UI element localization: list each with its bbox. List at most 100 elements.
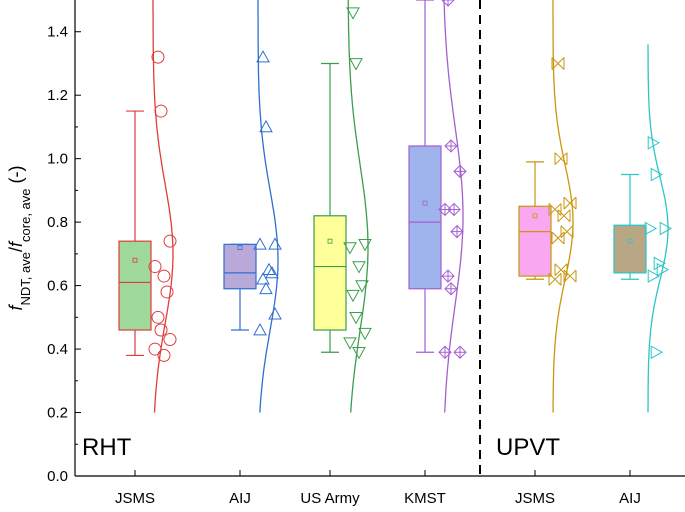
distribution-curve — [552, 0, 574, 413]
data-point — [349, 312, 363, 325]
data-point — [358, 239, 372, 252]
data-point — [346, 7, 360, 20]
data-point — [268, 307, 282, 320]
distribution-curve — [443, 0, 464, 413]
data-point — [265, 265, 279, 279]
data-point — [163, 333, 177, 347]
data-point — [148, 260, 162, 274]
data-point — [444, 139, 458, 153]
y-tick-label: 0.6 — [47, 278, 68, 295]
data-point — [551, 231, 565, 245]
group-label-upvt: UPVT — [496, 434, 560, 461]
data-point — [157, 269, 171, 283]
x-tick-label-0: JSMS — [115, 490, 155, 507]
x-tick-label-3: KMST — [404, 490, 446, 507]
data-point — [444, 282, 458, 296]
y-tick-label: 1.2 — [47, 87, 68, 104]
series-layer — [118, 0, 673, 413]
data-point — [441, 269, 455, 283]
mean-marker — [627, 238, 633, 244]
data-point — [343, 242, 357, 255]
data-point — [453, 345, 467, 359]
distribution-curve — [152, 0, 174, 413]
data-point — [349, 58, 363, 71]
data-point — [253, 322, 267, 336]
data-point — [352, 346, 366, 360]
mean-marker — [532, 213, 538, 219]
data-point — [560, 225, 574, 239]
y-tick-label: 1.0 — [47, 151, 68, 168]
data-point — [151, 310, 165, 324]
box — [613, 224, 647, 274]
data-point — [650, 345, 664, 360]
data-point — [343, 337, 357, 350]
x-tick-label-2: US Army — [300, 490, 360, 507]
x-tick-label-1: AIJ — [229, 490, 251, 507]
data-point — [148, 342, 162, 356]
data-point — [259, 119, 273, 133]
y-axis-title-part: f — [6, 240, 26, 247]
data-point — [548, 203, 562, 216]
y-tick-label: 0.8 — [47, 214, 68, 231]
plot-frame — [74, 0, 685, 477]
series-rht-jsms — [118, 0, 177, 413]
data-point — [551, 57, 565, 70]
y-axis-title: fNDT, ave/fcore, ave (-) — [6, 166, 33, 311]
y-axis-title-part: f — [6, 303, 26, 310]
data-point — [268, 237, 282, 250]
data-point — [355, 280, 369, 293]
mean-marker — [327, 238, 333, 244]
data-point — [447, 202, 461, 217]
series-upvt-aij — [613, 44, 673, 413]
distribution-curve — [347, 0, 369, 413]
data-point — [160, 285, 174, 299]
data-point — [163, 234, 177, 248]
data-point — [557, 209, 571, 223]
series-rht-kmst — [408, 0, 467, 413]
y-axis-title-part: / — [6, 247, 26, 252]
data-point — [157, 348, 171, 362]
data-point — [548, 272, 562, 286]
distribution-curve — [647, 44, 669, 413]
data-point — [151, 50, 165, 64]
y-tick-label: 1.4 — [47, 24, 68, 41]
series-rht-us-army — [313, 0, 372, 413]
series-rht-aij — [223, 0, 282, 413]
data-point — [259, 281, 273, 295]
data-point — [441, 0, 455, 7]
x-tick-label-5: AIJ — [619, 490, 641, 507]
data-point — [262, 262, 276, 276]
y-axis-title-part: NDT, ave — [18, 252, 33, 305]
data-point — [253, 237, 267, 250]
mean-marker — [237, 245, 243, 250]
data-point — [650, 167, 664, 182]
axis-ticks — [75, 0, 631, 477]
data-point — [256, 272, 270, 285]
mean-marker — [422, 200, 428, 206]
distribution-curve — [257, 0, 279, 413]
data-point — [450, 224, 464, 239]
y-tick-label: 0.2 — [47, 405, 68, 422]
data-point — [563, 196, 577, 210]
data-point — [256, 50, 270, 63]
box — [408, 145, 442, 290]
data-point — [653, 256, 667, 271]
y-tick-label: 0.4 — [47, 341, 68, 358]
box — [313, 215, 347, 331]
data-point — [554, 152, 568, 166]
data-point — [659, 221, 673, 236]
mean-marker — [132, 257, 138, 263]
y-axis-title-part: (-) — [6, 166, 26, 189]
y-tick-label: 0.0 — [47, 468, 68, 485]
x-tick-label-4: JSMS — [515, 490, 555, 507]
group-label-rht: RHT — [82, 434, 132, 461]
box — [223, 243, 257, 290]
data-point — [352, 261, 366, 274]
data-point — [358, 327, 372, 341]
data-point — [563, 269, 577, 283]
data-point — [154, 323, 168, 337]
data-point — [644, 221, 658, 236]
box — [518, 205, 552, 277]
